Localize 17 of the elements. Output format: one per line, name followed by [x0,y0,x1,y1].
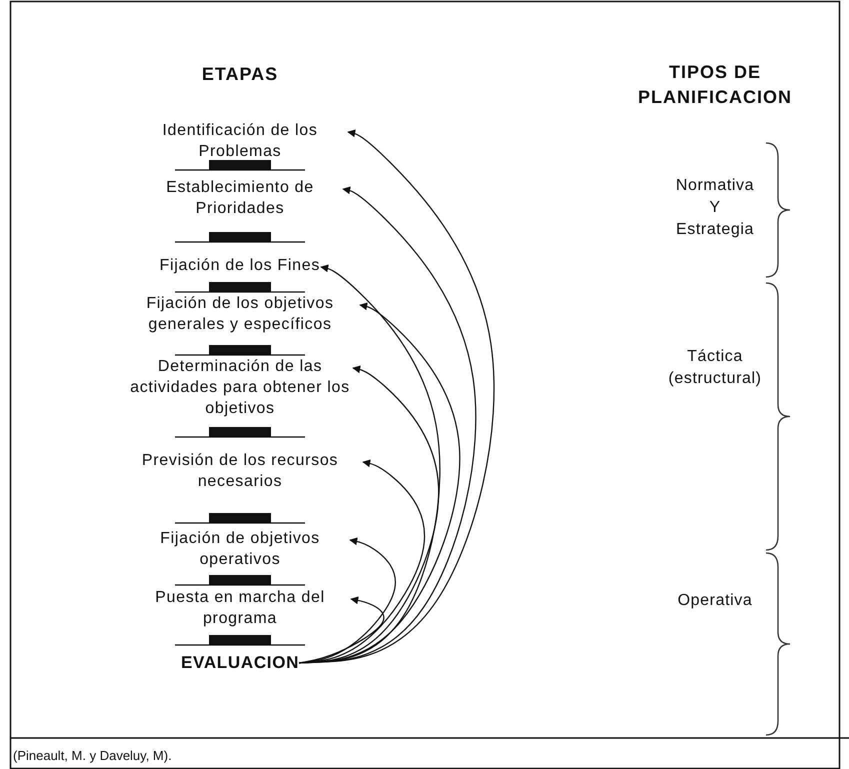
stage-text: Establecimiento de Prioridades [138,170,342,232]
planning-type-label: Operativa [676,591,754,611]
stage-text: Previsión de los recursos necesarios [118,437,362,513]
planning-type-label: Táctica (estructural) [667,347,763,389]
curved-arrow [298,537,396,664]
stage-text: Puesta en marcha del programa [129,585,351,635]
stage-text: Fijación de objetivos operativos [130,523,350,575]
final-stage-text: EVALUACION [181,645,300,676]
column-heading: TIPOS DE PLANIFICACION [637,61,793,109]
column-heading: ETAPAS [200,63,280,86]
stage-text: Determinación de las actividades para obtener los objetivos [128,355,352,427]
planning-type-label: Normativa Y Estrategia [674,176,756,240]
source-caption: (Pineault, M. y Daveluy, M). [13,748,172,763]
curved-arrow [298,596,384,664]
stage-text: Fijación de los Fines [160,242,320,282]
stage-text: Fijación de los objetivos generales y específicos [120,292,360,345]
stage-text: Identificación de los Problemas [132,120,348,160]
